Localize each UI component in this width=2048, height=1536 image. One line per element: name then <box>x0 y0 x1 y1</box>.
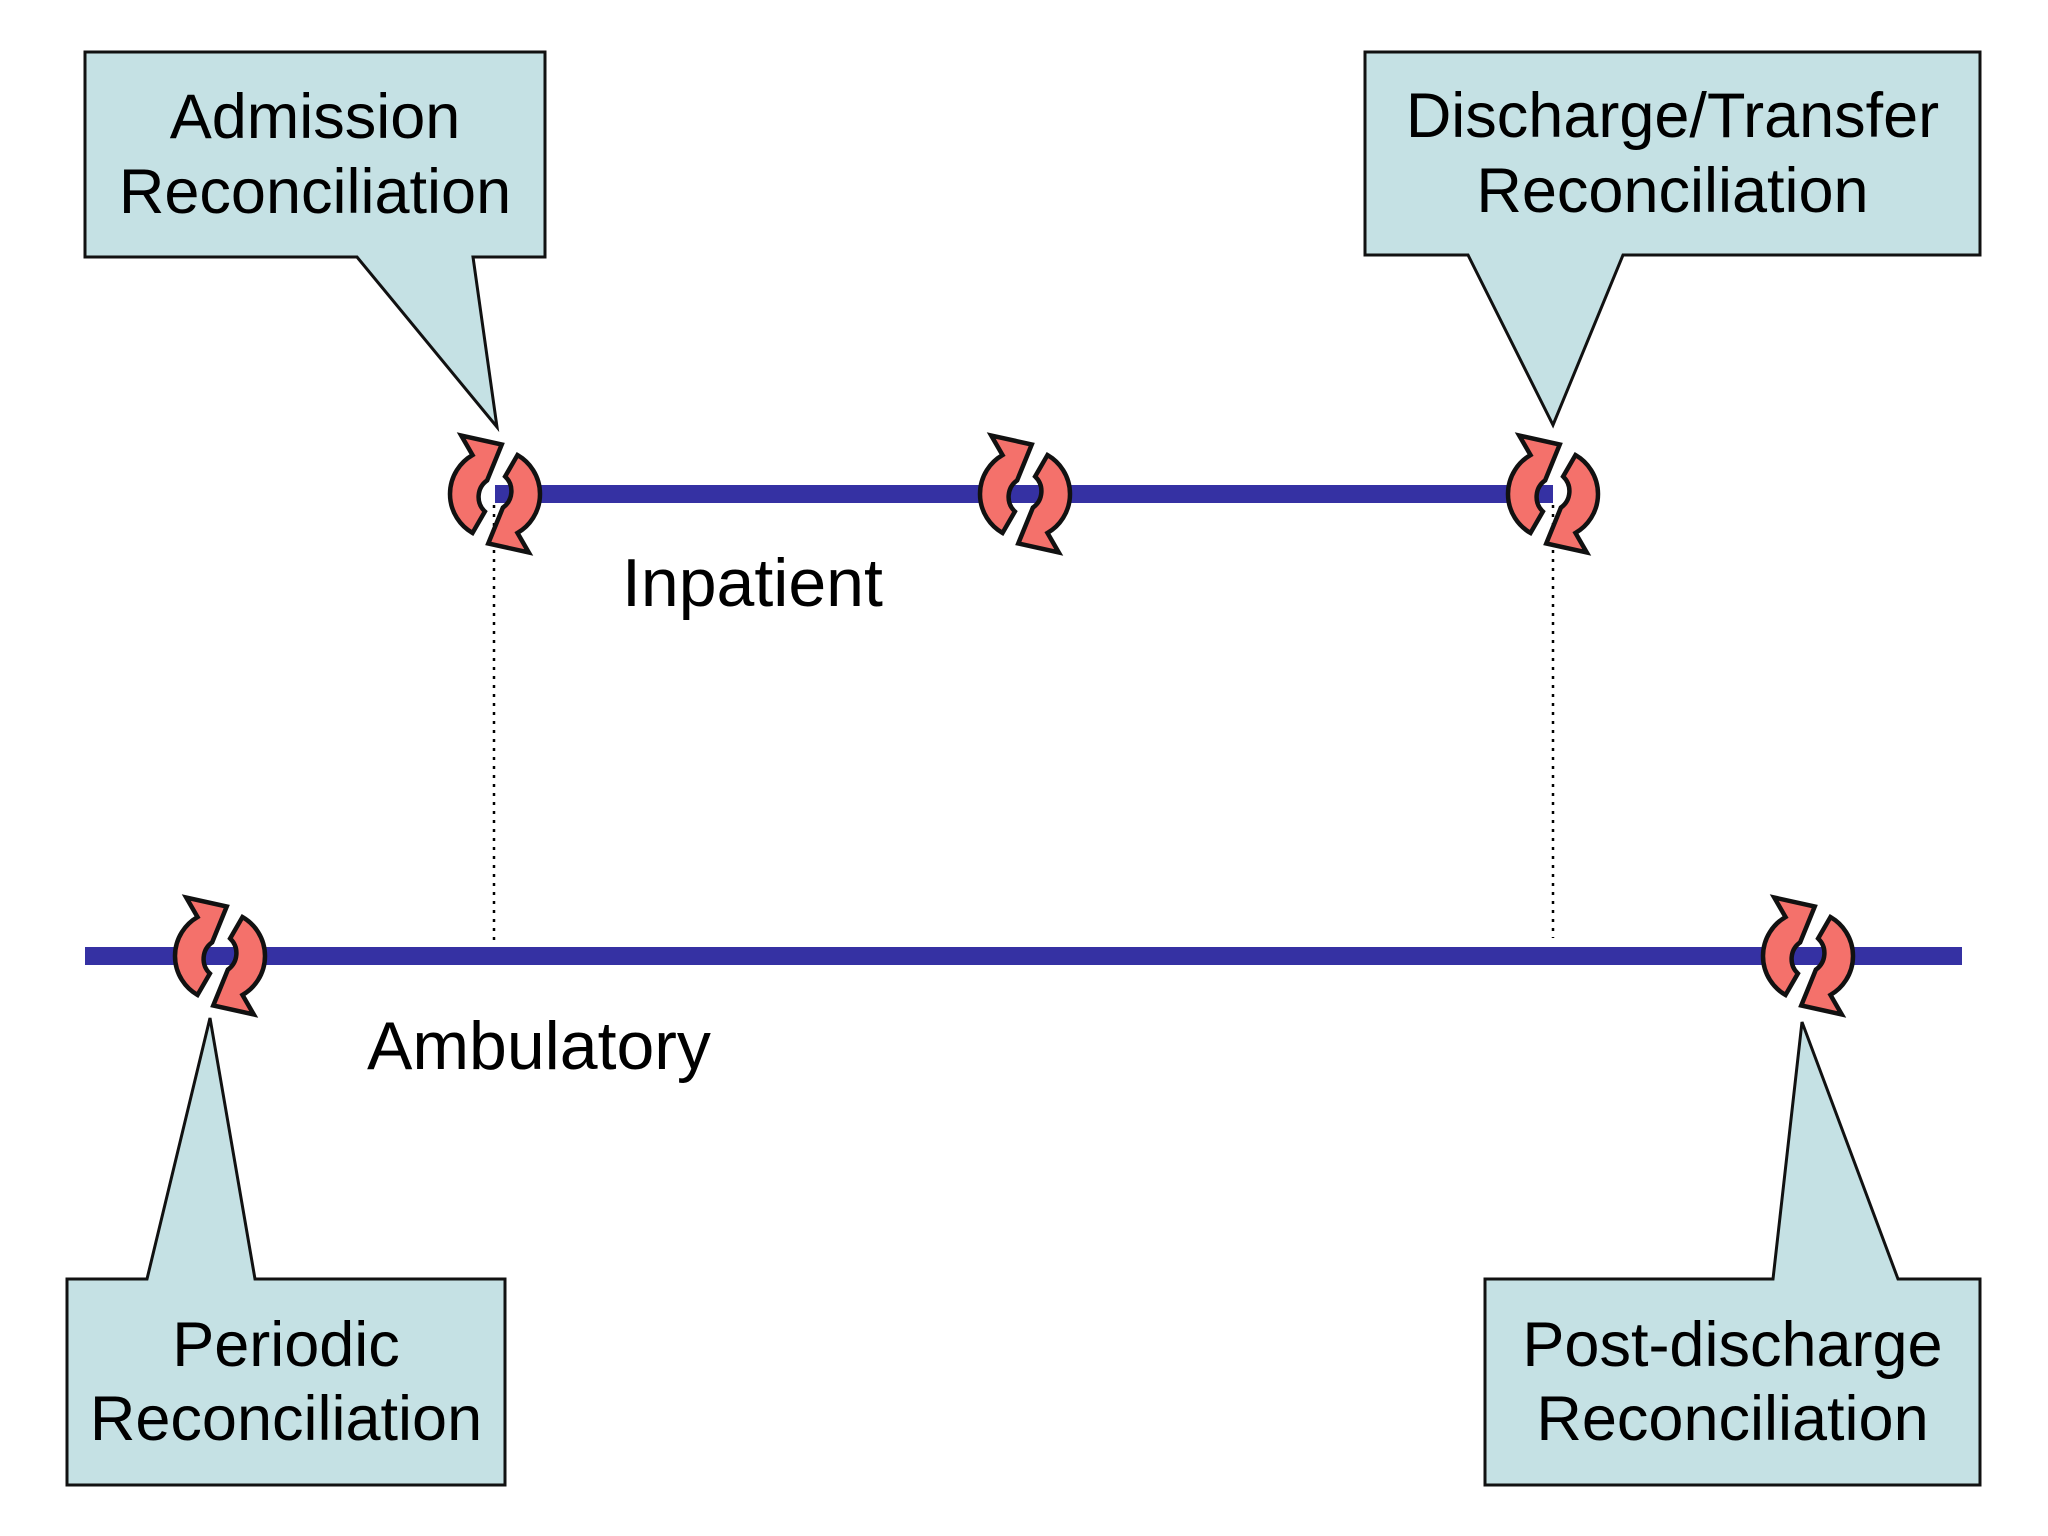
inpatient-label: Inpatient <box>622 545 883 621</box>
inpatient-timeline-line <box>495 485 1553 503</box>
callout-post-discharge-shape <box>1483 1021 1982 1487</box>
callout-periodic-shape <box>65 1017 507 1487</box>
ambulatory-label: Ambulatory <box>367 1008 711 1084</box>
callout-discharge-transfer-shape <box>1363 50 1982 429</box>
callout-admission-shape <box>83 50 547 433</box>
ambulatory-timeline-line <box>85 947 1962 965</box>
